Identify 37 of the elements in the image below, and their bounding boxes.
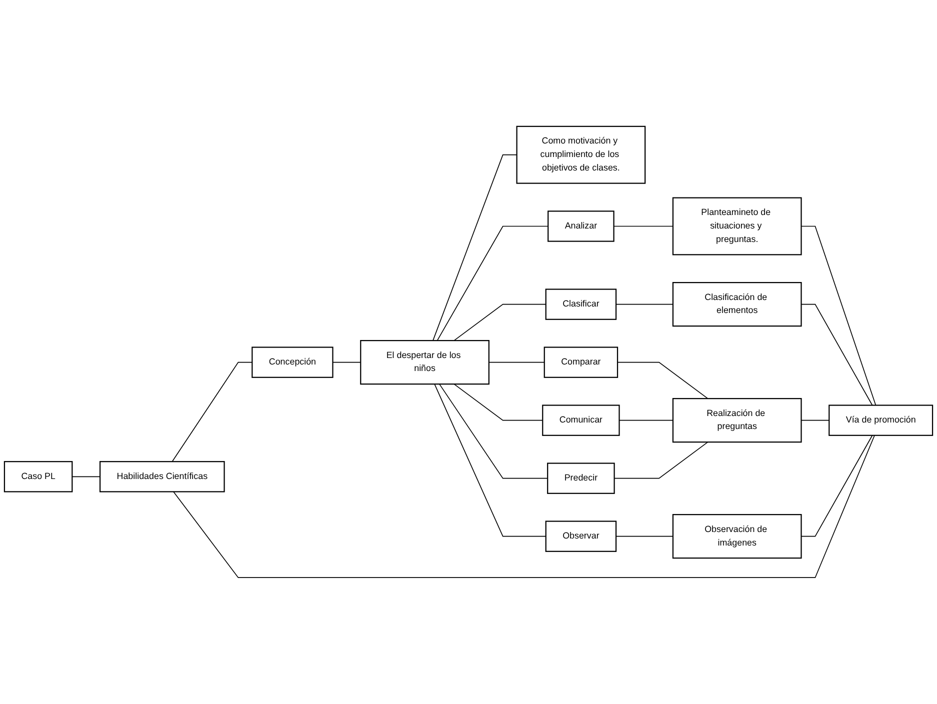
connector	[800, 226, 876, 406]
node-box: El despertar de los niños	[360, 340, 490, 385]
connector	[488, 362, 545, 363]
connector	[800, 304, 873, 406]
connector	[72, 476, 100, 478]
connector	[454, 384, 544, 421]
node-box: Concepción	[252, 346, 334, 378]
node-box: Observación de imágenes	[672, 514, 802, 559]
connector	[616, 536, 674, 537]
connector	[613, 226, 674, 227]
connector	[432, 154, 518, 341]
connector	[172, 362, 253, 462]
node-box: Comparar	[544, 346, 618, 378]
connector	[436, 226, 548, 341]
node-box: Clasificar	[545, 288, 617, 320]
node-box: Analizar	[548, 210, 614, 242]
node-box: Clasificación de elementos	[672, 282, 802, 327]
connector	[434, 384, 546, 537]
node-box: Realización de preguntas	[672, 398, 802, 443]
connector	[618, 420, 674, 421]
connector	[616, 304, 674, 305]
node-box: Como motivación y cumplimiento de los objetivos de clases.	[516, 126, 646, 184]
node-box: Vía de promoción	[828, 404, 934, 436]
connector	[800, 420, 830, 421]
connector	[614, 442, 708, 479]
connector	[173, 434, 875, 578]
node-box: Planteamineto de situaciones y preguntas.	[672, 197, 802, 256]
node-box: Observar	[545, 520, 617, 552]
node-box: Habilidades Científicas	[99, 461, 225, 492]
connector	[617, 362, 708, 399]
node-box: Predecir	[547, 462, 615, 494]
connector	[454, 304, 546, 341]
connector	[332, 362, 362, 363]
node-box: Caso PL	[4, 461, 73, 492]
connector	[439, 384, 548, 479]
connector	[800, 434, 873, 537]
node-box: Comunicar	[542, 404, 620, 436]
